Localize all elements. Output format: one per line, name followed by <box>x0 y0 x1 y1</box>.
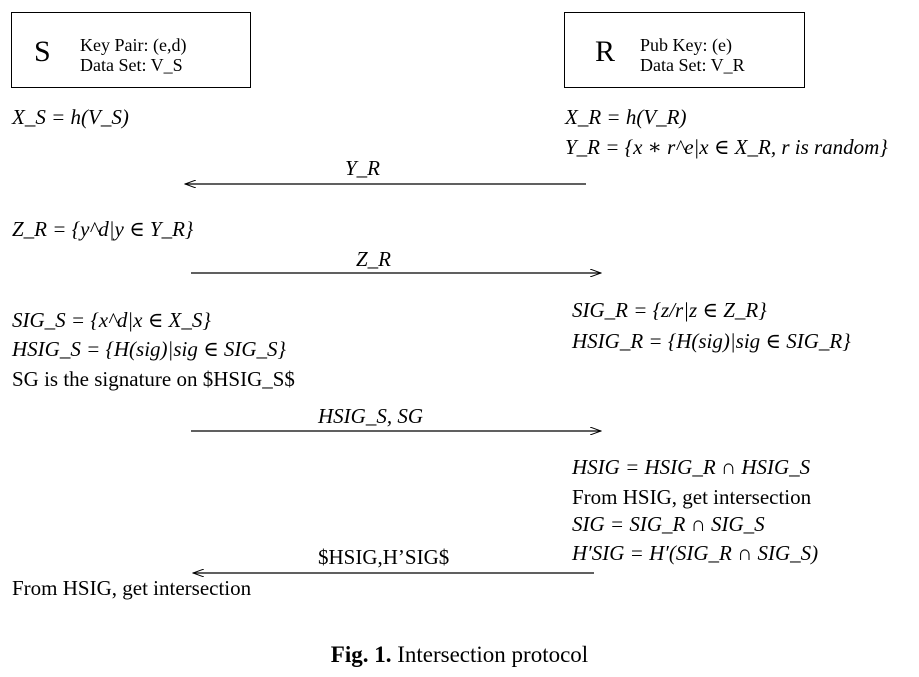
receiver-pub-key: Pub Key: (e) <box>640 35 732 55</box>
sender-key-pair: Key Pair: (e,d) <box>80 35 187 55</box>
figure-caption-label: Fig. 1. <box>330 642 392 667</box>
sender-box: S Key Pair: (e,d) Data Set: V_S <box>11 12 251 88</box>
message-label-hsigs-sg: HSIG_S, SG <box>318 404 423 428</box>
receiver-letter: R <box>595 35 616 68</box>
message-label-hsig: $HSIG,H’SIG$ <box>318 545 450 569</box>
figure-caption: Fig. 1. Intersection protocol <box>0 643 919 666</box>
receiver-intersection-step: HSIG = HSIG_R ∩ HSIG_S <box>572 455 811 479</box>
sender-letter: S <box>34 35 51 68</box>
message-label-yr: Y_R <box>345 156 381 180</box>
receiver-hash-step: X_R = h(V_R) <box>565 105 687 129</box>
sender-data-set: Data Set: V_S <box>80 55 183 75</box>
receiver-signature-intersection: SIG = SIG_R ∩ SIG_S <box>572 512 765 536</box>
sender-hash-step: X_S = h(V_S) <box>12 105 129 129</box>
message-label-zr: Z_R <box>356 247 392 271</box>
receiver-from-hsig-step: From HSIG, get intersection <box>572 485 812 509</box>
sender-exponent-step: Z_R = {y^d|y ∈ Y_R} <box>12 217 194 241</box>
receiver-box: R Pub Key: (e) Data Set: V_R <box>564 12 805 88</box>
receiver-hprime-step: H′SIG = H′(SIG_R ∩ SIG_S) <box>572 541 819 565</box>
figure-caption-text: Intersection protocol <box>397 642 589 667</box>
receiver-unblind-step: SIG_R = {z/r|z ∈ Z_R} <box>572 298 767 322</box>
receiver-data-set: Data Set: V_R <box>640 55 745 75</box>
sender-signature-set: SIG_S = {x^d|x ∈ X_S} <box>12 308 211 332</box>
sender-hashed-signature-set: HSIG_S = {H(sig)|sig ∈ SIG_S} <box>12 337 286 361</box>
sender-signature-note: SG is the signature on $HSIG_S$ <box>12 367 295 391</box>
receiver-hashed-signature-set: HSIG_R = {H(sig)|sig ∈ SIG_R} <box>572 329 851 353</box>
sender-final-step: From HSIG, get intersection <box>12 576 252 600</box>
receiver-blinding-step: Y_R = {x ∗ r^e|x ∈ X_R, r is random} <box>565 135 888 159</box>
